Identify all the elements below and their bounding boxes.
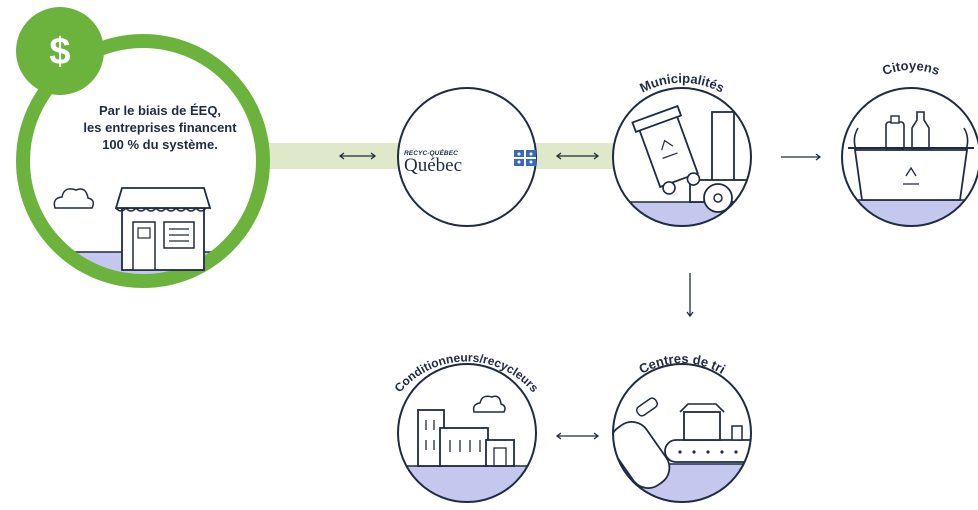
logo-quebec-wordmark: Québec	[404, 155, 463, 176]
logo-recyc-label: RECYC-QUÉBEC	[404, 150, 458, 157]
funding-description: Par le biais de ÉEQ, les entreprises fin…	[60, 102, 260, 153]
arrow-down-to-centres	[686, 273, 694, 318]
cloud-icon	[472, 395, 506, 413]
cloud-icon	[53, 188, 95, 209]
citoyens-circle	[841, 87, 978, 227]
dollar-badge: $	[16, 7, 104, 95]
connector-band-middle	[535, 143, 615, 169]
sorting-conveyor-icon	[613, 397, 751, 489]
dollar-icon: $	[49, 31, 70, 73]
conditionneurs-circle	[397, 363, 537, 503]
centres-de-tri-circle	[612, 363, 752, 503]
recyc-quebec-circle	[397, 87, 537, 227]
bin-icon	[848, 111, 974, 201]
recycle-icon	[903, 166, 919, 185]
funding-line-1: Par le biais de ÉEQ,	[98, 103, 222, 118]
municipalites-circle	[612, 87, 752, 227]
factory-icon	[417, 409, 515, 467]
store-icon	[114, 187, 212, 271]
quebec-flag-icon	[514, 150, 536, 166]
funding-line-2: les entreprises financent	[83, 120, 237, 135]
arrow-bidirectional-bottom	[555, 432, 600, 440]
connector-band-left	[262, 143, 400, 169]
arrow-to-citoyens	[781, 153, 822, 161]
funding-line-3: 100 % du système.	[102, 137, 218, 152]
label-citoyens: Citoyens	[880, 58, 942, 78]
recycling-bin-icon	[631, 104, 701, 195]
truck-icon	[689, 111, 751, 213]
